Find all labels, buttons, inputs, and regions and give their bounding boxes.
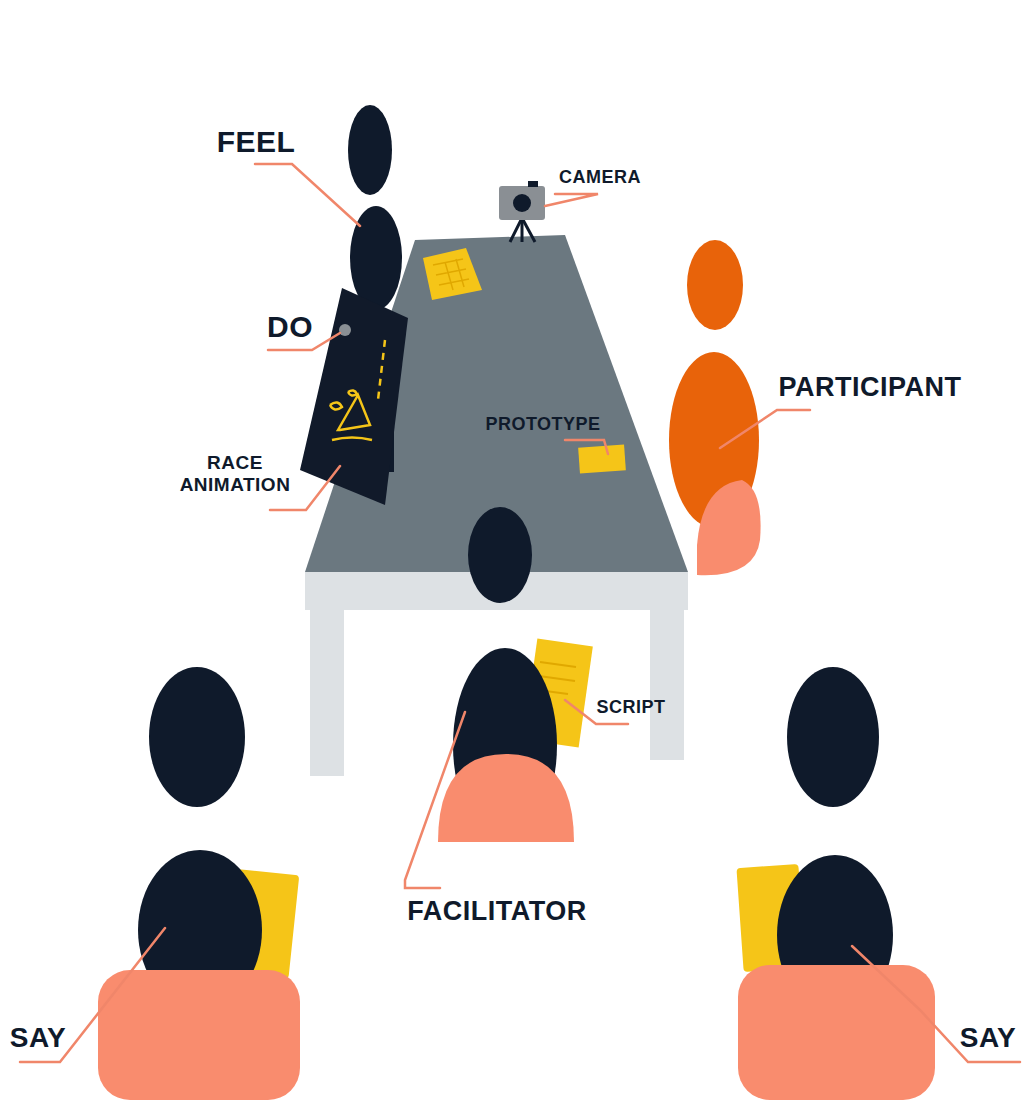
tripod [510, 218, 522, 242]
label-holder: CAMERA [559, 167, 641, 188]
leader-line [852, 946, 1020, 1062]
part-label: SCRIPT [596, 697, 665, 718]
leader-line [565, 440, 608, 454]
leader-line [720, 410, 810, 448]
part-label: CAMERA [559, 167, 641, 188]
part-label: FEEL [217, 125, 296, 160]
camera-top [528, 181, 538, 187]
race-track [378, 340, 385, 400]
part-label: FACILITATOR [407, 896, 586, 927]
leader-line [255, 164, 360, 226]
camera-lens [513, 194, 531, 212]
label-holder: FACILITATOR [407, 896, 586, 927]
label-holder: FEEL [217, 125, 296, 160]
race-doodle [330, 390, 372, 440]
label-holder: DO [267, 310, 313, 345]
label-holder: PROTOTYPE [485, 414, 600, 435]
leader-lines [20, 164, 1020, 1062]
part-label: RACE ANIMATION [160, 452, 310, 496]
part-label: PROTOTYPE [485, 414, 600, 435]
tripod [522, 218, 535, 242]
monitor [300, 288, 408, 505]
camera-body [499, 186, 545, 220]
observer-head [149, 667, 245, 807]
label-holder: RACE ANIMATION [160, 452, 310, 496]
part-label: DO [267, 310, 313, 345]
label-holder: SCRIPT [596, 697, 665, 718]
part-label: SAY [10, 1022, 67, 1054]
table-leg [310, 608, 344, 776]
chair [738, 965, 935, 1100]
monitor-dot [339, 324, 351, 336]
leader-line [405, 712, 465, 888]
observer-head [787, 667, 879, 807]
laptop [423, 248, 482, 300]
chair [438, 754, 574, 842]
part-label: SAY [960, 1022, 1017, 1054]
facilitator-head [468, 507, 532, 603]
participant-head [687, 240, 743, 330]
table-leg [650, 608, 684, 760]
laptop-keys [433, 259, 469, 290]
person-body [350, 206, 402, 310]
label-holder: PARTICIPANT [779, 372, 962, 403]
chair [98, 970, 300, 1100]
person-head [348, 105, 392, 195]
label-holder: SAY [10, 1022, 67, 1054]
part-label: PARTICIPANT [779, 372, 962, 403]
label-holder: SAY [960, 1022, 1017, 1054]
prototype [578, 444, 626, 473]
chair [697, 480, 761, 575]
leader-line [545, 194, 598, 206]
